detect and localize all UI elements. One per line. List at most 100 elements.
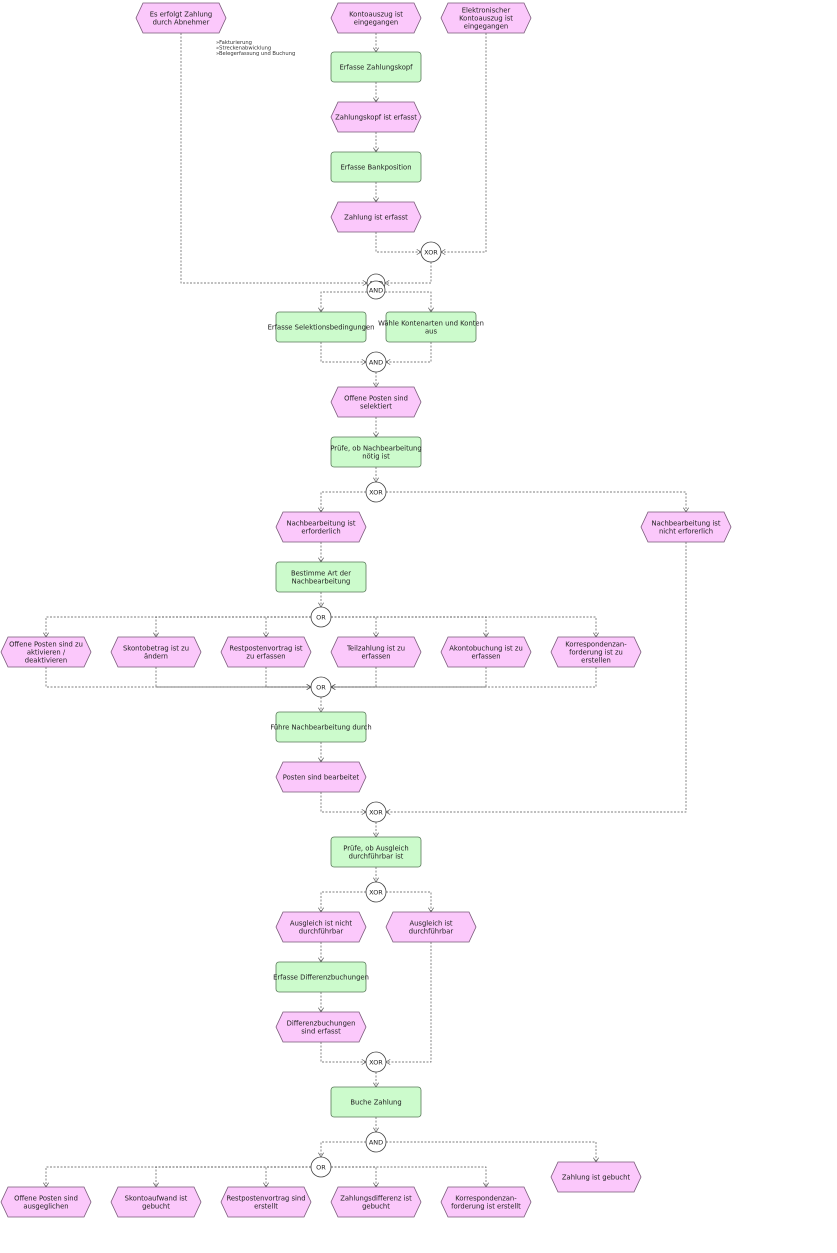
flow-arrow bbox=[318, 1141, 366, 1158]
connector-c-or2: OR bbox=[310, 676, 332, 698]
event-e-zahlungskopf: Zahlungskopf ist erfasst bbox=[330, 101, 422, 133]
event-label: Kontoauszug ist bbox=[349, 10, 403, 18]
function-label: Bestimme Art der bbox=[291, 569, 351, 577]
flow-arrow bbox=[318, 992, 324, 1013]
flow-arrow bbox=[330, 667, 487, 690]
flow-arrow bbox=[386, 1141, 599, 1163]
flow-arrow bbox=[385, 542, 687, 815]
connector-label: XOR bbox=[369, 1058, 383, 1066]
connector-c-or3: OR bbox=[310, 1156, 332, 1178]
connector-c-and-b: AND bbox=[366, 280, 386, 300]
event-label: Offene Posten sind bbox=[14, 1194, 78, 1202]
event-label: Zahlungsdifferenz ist bbox=[340, 1194, 412, 1202]
connector-c-xor4: XOR bbox=[365, 881, 387, 903]
connector-c-and3: AND bbox=[365, 1131, 387, 1153]
event-label: Zahlung ist erfasst bbox=[344, 213, 408, 221]
connector-label: XOR bbox=[369, 888, 383, 896]
function-label: Buche Zahlung bbox=[350, 1098, 401, 1106]
event-label: erfassen bbox=[471, 652, 500, 660]
event-e-zahlung-gebucht: Zahlung ist gebucht bbox=[550, 1161, 642, 1193]
event-e-zahlung-erfasst: Zahlung ist erfasst bbox=[330, 201, 422, 233]
event-label: ausgeglichen bbox=[23, 1202, 68, 1210]
event-label: erforderlich bbox=[301, 527, 340, 535]
function-label: Prüfe, ob Nachbearbeitung bbox=[330, 444, 421, 452]
function-label: Nachbearbeitung bbox=[292, 577, 351, 585]
event-label: Zahlung ist gebucht bbox=[562, 1173, 631, 1181]
event-label: forderung ist erstellt bbox=[451, 1202, 521, 1210]
flow-arrow bbox=[330, 667, 597, 690]
flow-arrow bbox=[373, 417, 379, 438]
flow-arrow bbox=[318, 697, 324, 713]
event-label: eingegangen bbox=[464, 22, 508, 30]
function-label: Erfasse Differenzbuchungen bbox=[273, 973, 369, 981]
function-label: Prüfe, ob Ausgleich bbox=[343, 844, 408, 852]
event-label: Restpostenvortrag ist bbox=[229, 644, 302, 652]
function-label: Erfasse Selektionsbedingungen bbox=[268, 323, 375, 331]
flow-arrow bbox=[320, 1042, 367, 1065]
function-label: Erfasse Zahlungskopf bbox=[339, 63, 413, 71]
event-label: Nachbearbeitung ist bbox=[287, 519, 356, 527]
flow-arrow bbox=[373, 822, 379, 838]
event-label: Skontobetrag ist zu bbox=[123, 644, 189, 652]
flow-arrow bbox=[373, 182, 379, 203]
flow-arrow bbox=[153, 1166, 311, 1188]
event-label: Zahlungskopf ist erfasst bbox=[335, 113, 417, 121]
flow-arrow bbox=[440, 33, 487, 255]
annotation-note: »Fakturierung»Streckenabwicklung»Beleger… bbox=[216, 40, 295, 57]
note-line: »Fakturierung bbox=[216, 40, 252, 46]
flow-arrow bbox=[373, 33, 379, 53]
flow-arrow bbox=[375, 232, 422, 255]
event-label: zu erfassen bbox=[246, 652, 285, 660]
connector-label: XOR bbox=[424, 248, 438, 256]
event-label: deaktivieren bbox=[25, 656, 67, 664]
connector-c-and2: AND bbox=[365, 351, 387, 373]
flow-arrow bbox=[331, 1166, 379, 1188]
event-label: ändern bbox=[144, 652, 168, 660]
flow-arrow bbox=[331, 1166, 489, 1188]
event-label: Korrespondenzan- bbox=[565, 640, 627, 648]
event-label: Restpostenvortrag sind bbox=[226, 1194, 305, 1202]
event-label: nicht erforerlich bbox=[659, 527, 713, 535]
function-f-buche: Buche Zahlung bbox=[330, 1086, 422, 1118]
flow-arrow bbox=[385, 342, 432, 365]
flow-arrow bbox=[263, 616, 311, 638]
connector-label: AND bbox=[369, 286, 383, 294]
connector-c-or1: OR bbox=[310, 606, 332, 628]
flow-arrow bbox=[320, 792, 367, 815]
function-f-differenz: Erfasse Differenzbuchungen bbox=[273, 961, 369, 993]
connector-label: OR bbox=[316, 613, 326, 621]
event-label: gebucht bbox=[362, 1202, 390, 1210]
flow-arrow bbox=[373, 1117, 379, 1133]
event-label: Teilzahlung ist zu bbox=[346, 644, 405, 652]
event-e-korrespondenz-erstellen: Korrespondenzan-forderung ist zuerstelle… bbox=[550, 636, 642, 668]
event-label: Es erfolgt Zahlung bbox=[150, 10, 213, 18]
function-label: Wähle Kontenarten und Konten bbox=[378, 319, 484, 327]
flow-arrow bbox=[385, 291, 434, 313]
function-label: Führe Nachbearbeitung durch bbox=[270, 723, 371, 731]
function-label: durchführbar ist bbox=[349, 852, 404, 860]
flow-arrow bbox=[331, 616, 599, 638]
flow-arrow bbox=[153, 616, 311, 638]
event-e-posten-bearbeitet: Posten sind bearbeitet bbox=[275, 761, 367, 793]
event-label: Elektronischer bbox=[462, 6, 511, 14]
connector-label: XOR bbox=[369, 488, 383, 496]
event-label: Ausgleich ist bbox=[409, 919, 452, 927]
event-label: durch Abnehmer bbox=[153, 18, 210, 26]
flow-arrow bbox=[155, 667, 312, 690]
event-label: Ausgleich ist nicht bbox=[290, 919, 352, 927]
event-label: Akontobuchung ist zu bbox=[449, 644, 523, 652]
connector-c-xor5: XOR bbox=[365, 1051, 387, 1073]
function-label: aus bbox=[425, 327, 437, 335]
flow-arrow bbox=[320, 342, 367, 365]
flow-arrow bbox=[373, 82, 379, 103]
